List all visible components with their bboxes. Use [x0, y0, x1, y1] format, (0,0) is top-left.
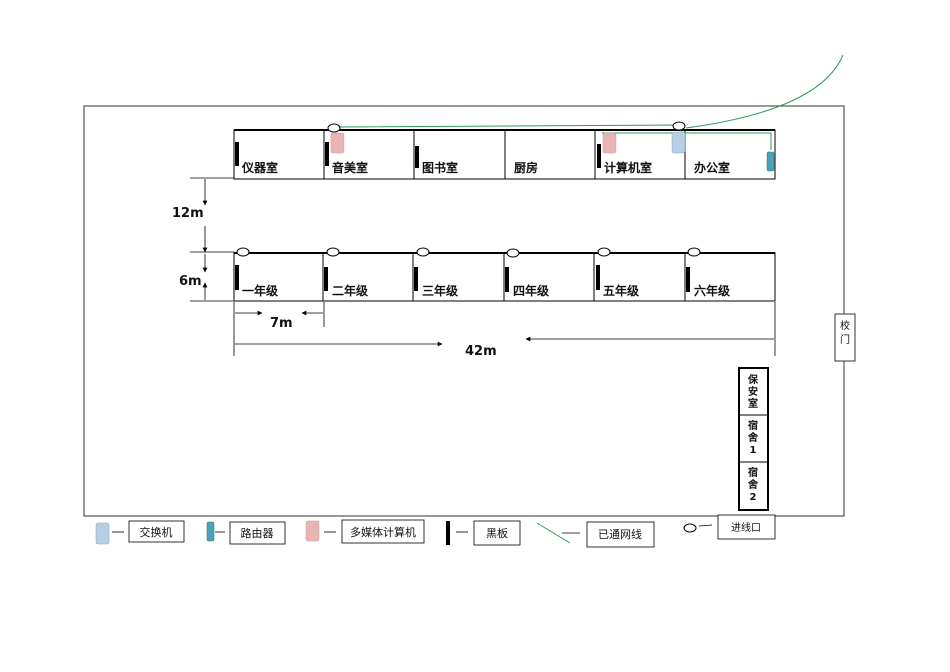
entry-point-icon: [672, 121, 686, 131]
entry-point-icon: [597, 247, 611, 257]
security-room-label: 安: [748, 385, 758, 398]
room-kitchen: 厨房: [514, 160, 538, 175]
dimension-gap-label: 12m: [172, 206, 204, 221]
room-library: 图书室: [422, 160, 458, 175]
dimension-total-label: 42m: [465, 344, 497, 359]
legend-multimedia-label: 多媒体计算机: [350, 525, 416, 539]
entry-point-icon: [326, 247, 340, 257]
security-room-label: 室: [748, 397, 758, 410]
dorm2-label: 2: [750, 492, 757, 503]
dorm2-label: 宿: [748, 466, 758, 479]
blackboard-icon: [505, 267, 509, 292]
room-computer: 计算机室: [604, 160, 652, 175]
dimension-depth-label: 6m: [179, 274, 202, 289]
security-room-label: 保: [747, 373, 759, 386]
campus-boundary: [83, 105, 845, 517]
external-network-line: [685, 54, 844, 129]
dimension-width-label: 7m: [270, 316, 293, 331]
bottom-building: [233, 252, 776, 302]
security-dorm-building: [738, 367, 769, 511]
switch-icon: [95, 522, 110, 545]
room-instrument: 仪器室: [241, 160, 278, 175]
blackboard-icon: [597, 144, 601, 168]
school-gate: [834, 313, 856, 362]
legend-entry-point-label: 进线口: [731, 521, 761, 534]
entry-point-icon: [236, 247, 250, 257]
dorm1-label: 1: [750, 445, 757, 456]
router-icon: [206, 521, 215, 542]
room-grade-6: 六年级: [694, 283, 730, 298]
multimedia-pc-icon: [330, 132, 345, 154]
dorm1-label: 舍: [747, 431, 759, 444]
legend-switch-label: 交换机: [140, 525, 173, 539]
blackboard-icon: [415, 146, 419, 168]
legend-router-label: 路由器: [241, 526, 274, 540]
entry-point-icon: [416, 247, 430, 257]
blackboard-icon: [324, 267, 328, 291]
room-grade-2: 二年级: [332, 283, 368, 298]
dorm2-label: 舍: [747, 478, 759, 491]
blackboard-icon: [414, 267, 418, 291]
entry-point-icon: [683, 523, 697, 533]
blackboard-icon: [235, 265, 239, 290]
entry-point-icon: [506, 248, 520, 258]
legend: 交换机 路由器 多媒体计算机 黑板 已通网线 进线口: [95, 514, 776, 548]
router-icon: [766, 151, 775, 172]
room-grade-1: 一年级: [242, 283, 278, 298]
blackboard-icon: [596, 265, 600, 290]
multimedia-pc-icon: [305, 520, 320, 542]
entry-point-icon: [327, 123, 341, 133]
room-grade-3: 三年级: [422, 283, 458, 298]
gate-label: 校: [840, 319, 850, 332]
room-office: 办公室: [694, 160, 730, 175]
multimedia-pc-icon: [602, 132, 617, 154]
legend-network-line-label: 已通网线: [598, 527, 642, 541]
network-line-icon: [536, 522, 571, 544]
room-grade-5: 五年级: [603, 283, 639, 298]
blackboard-icon: [446, 521, 450, 545]
blackboard-icon: [325, 142, 329, 166]
switch-icon: [671, 131, 686, 154]
blackboard-icon: [235, 142, 239, 166]
blackboard-icon: [686, 267, 690, 292]
gate-label: 门: [840, 333, 850, 346]
entry-point-icon: [687, 247, 701, 257]
legend-blackboard-label: 黑板: [486, 526, 508, 540]
dorm1-label: 宿: [748, 419, 758, 432]
room-grade-4: 四年级: [513, 283, 549, 298]
room-music-art: 音美室: [332, 160, 368, 175]
